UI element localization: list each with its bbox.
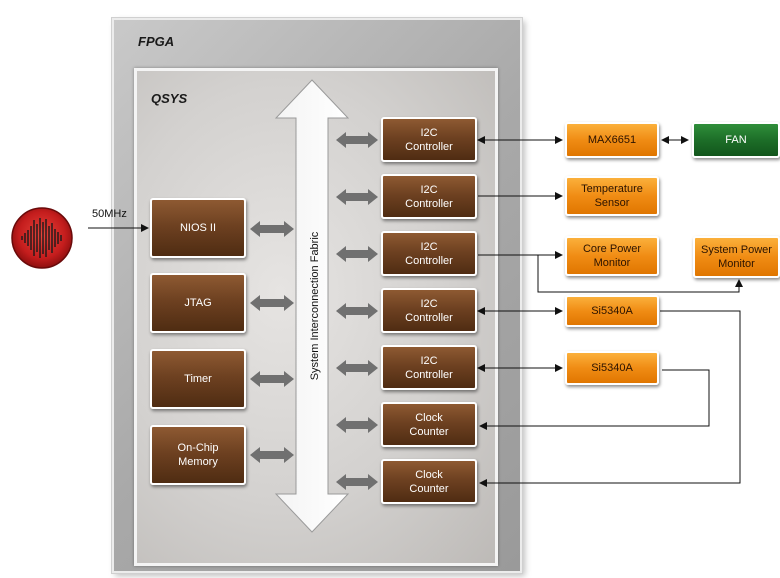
temperature-sensor-block: Temperature Sensor [565,176,659,216]
clock-frequency-label: 50MHz [92,208,127,220]
i2c-controller-2: I2C Controller [381,174,477,219]
max6651-block: MAX6651 [565,122,659,158]
system-power-monitor-block: System Power Monitor [693,236,780,278]
on-chip-memory-block: On-Chip Memory [150,425,246,485]
right-bus-arrows [336,132,378,490]
i2c-controller-1: I2C Controller [381,117,477,162]
interconnect-fabric-arrow [274,79,350,533]
external-wires [477,136,743,487]
timer-block: Timer [150,349,246,409]
i2c-controller-5: I2C Controller [381,345,477,390]
left-bus-arrows [250,221,294,463]
waveform-icon [11,207,73,269]
si5340a-block-1: Si5340A [565,295,659,327]
qsys-label: QSYS [151,91,188,106]
core-power-monitor-block: Core Power Monitor [565,236,659,276]
jtag-block: JTAG [150,273,246,333]
i2c-controller-3: I2C Controller [381,231,477,276]
fpga-label: FPGA [138,34,175,49]
nios-ii-block: NIOS II [150,198,246,258]
clock-counter-1: Clock Counter [381,402,477,447]
fabric-label: System Interconnection Fabric [309,231,321,380]
si5340a-block-2: Si5340A [565,351,659,385]
i2c-controller-4: I2C Controller [381,288,477,333]
clock-counter-2: Clock Counter [381,459,477,504]
fan-block: FAN [692,122,780,158]
